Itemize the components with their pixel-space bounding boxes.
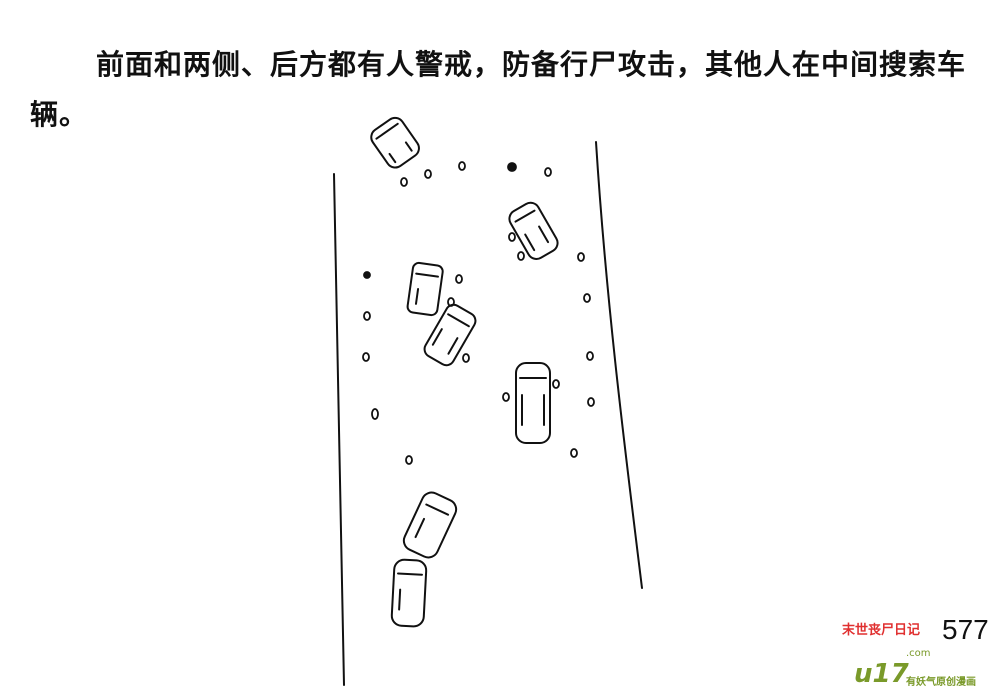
page-number: 577 <box>942 614 989 645</box>
car <box>370 116 420 169</box>
caption-text: 前面和两侧、后方都有人警戒，防备行尸攻击，其他人在中间搜索车辆。 <box>30 48 967 131</box>
road-right-edge <box>595 141 643 589</box>
road-left-edge <box>333 173 345 686</box>
car <box>508 201 559 260</box>
car <box>515 362 551 444</box>
people-dots <box>362 161 595 465</box>
car <box>423 303 477 367</box>
car <box>406 261 444 317</box>
u17-watermark-logo: 末世丧尸日记 u17 .com 有妖气原创漫画 <box>841 622 976 689</box>
car <box>402 491 458 559</box>
watermark-stamp: 末世丧尸日记 <box>841 622 920 638</box>
watermark-logo-com: .com <box>906 648 931 659</box>
watermark-logo-u17: u17 <box>854 659 910 689</box>
watermark-slogan: 有妖气原创漫画 <box>906 675 976 688</box>
car <box>390 558 428 628</box>
